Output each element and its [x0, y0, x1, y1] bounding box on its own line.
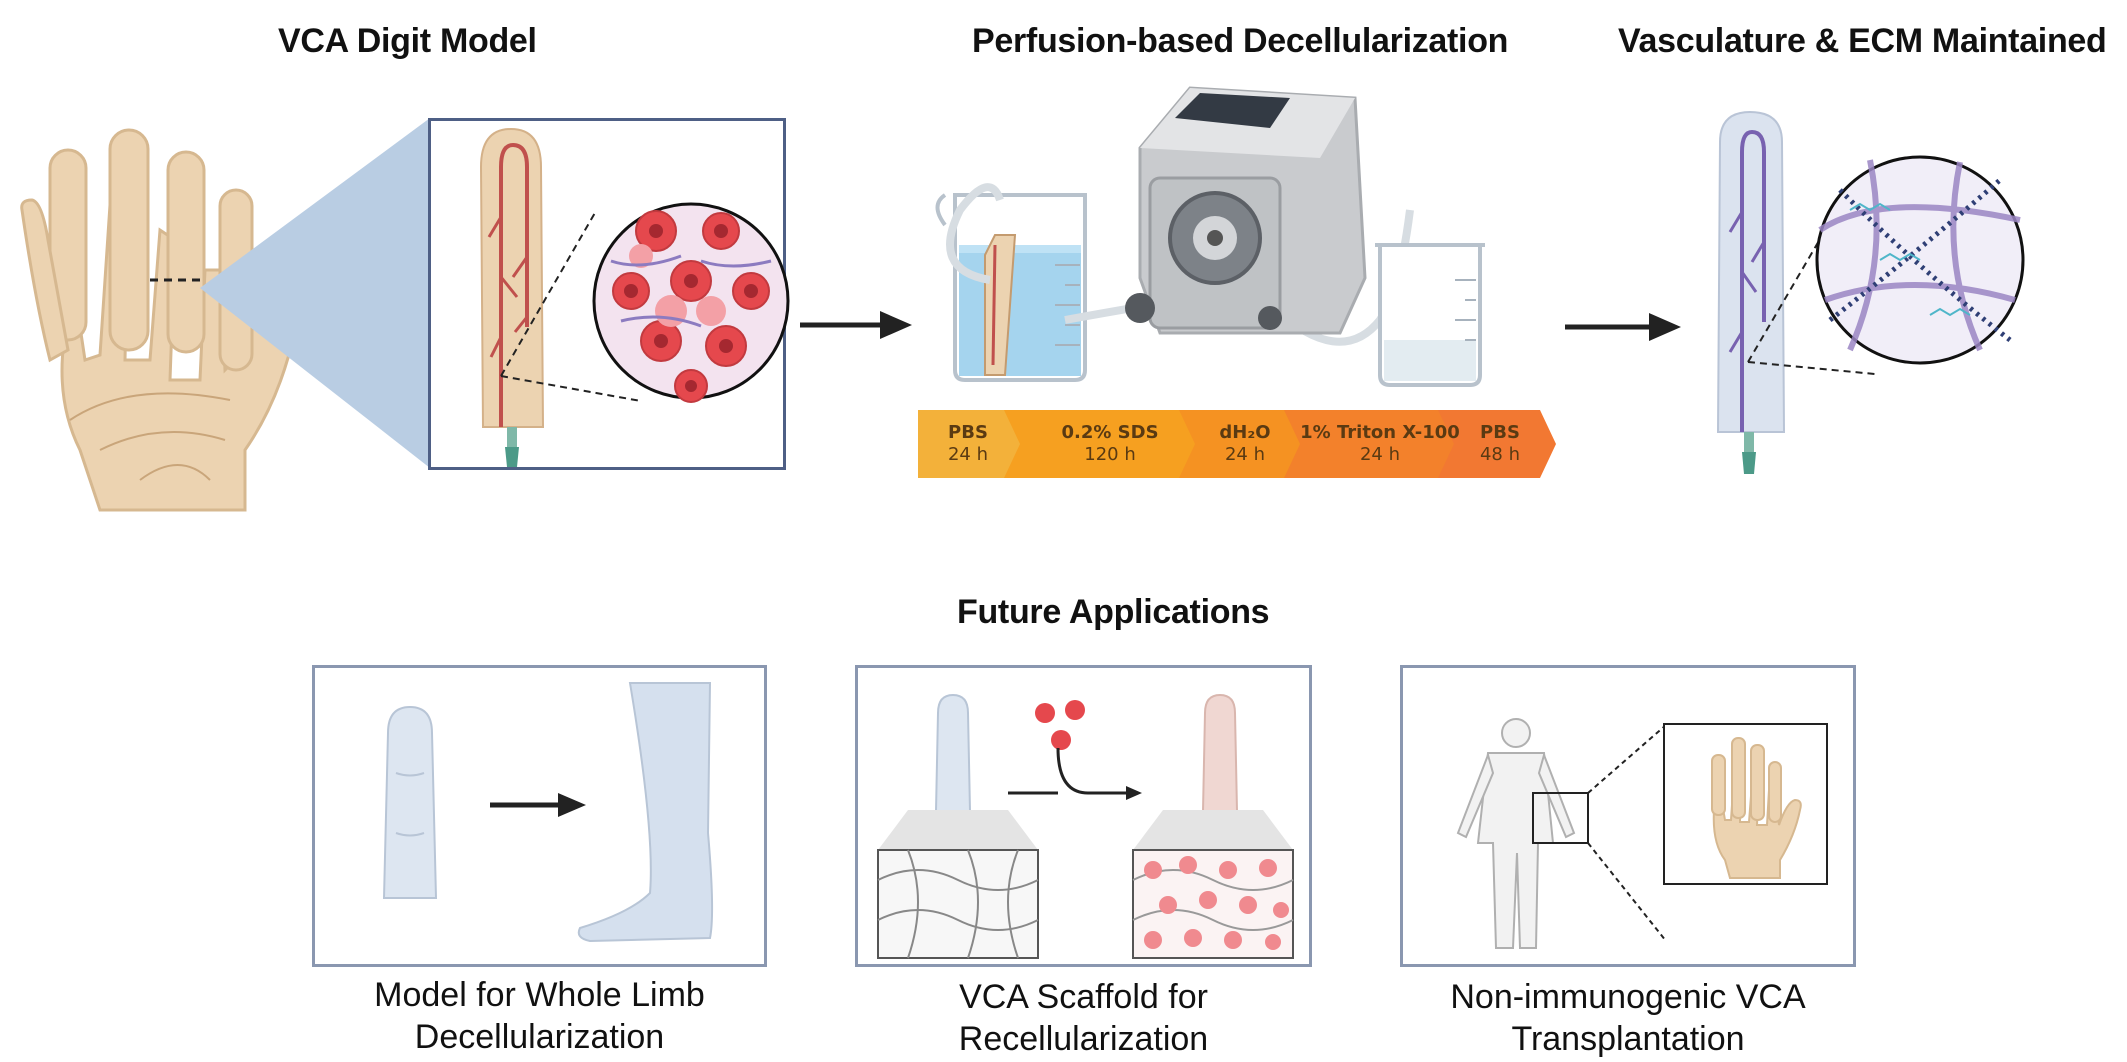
caption-limb: Model for Whole Limb Decellularization	[292, 974, 787, 1058]
beaker-empty-icon	[1375, 243, 1485, 387]
arrow-to-maintained	[1565, 313, 1681, 341]
title-digit-model: VCA Digit Model	[278, 22, 537, 60]
application-panel-scaffold	[855, 665, 1312, 967]
application-panel-transplant	[1400, 665, 1856, 967]
needle-icon	[505, 447, 519, 467]
finger-icon	[382, 705, 438, 899]
caption-transplant-line1: Non-immunogenic VCA	[1450, 978, 1806, 1016]
caption-transplant-line2: Transplantation	[1511, 1020, 1745, 1058]
human-body-icon	[1456, 718, 1589, 949]
peristaltic-pump-icon	[1125, 86, 1367, 335]
ecm-magnifier-icon	[1815, 155, 2025, 365]
scaffold-mesh-icon	[877, 810, 1039, 959]
cell-magnifier-icon	[500, 202, 790, 403]
decellularized-finger-icon	[1716, 110, 1876, 474]
title-decellularization: Perfusion-based Decellularization	[972, 22, 1509, 60]
title-future-applications: Future Applications	[957, 593, 1270, 631]
caption-transplant: Non-immunogenic VCA Transplantation	[1380, 976, 1876, 1060]
caption-scaffold: VCA Scaffold for Recellularization	[835, 976, 1332, 1060]
protocol-bar	[918, 410, 1556, 478]
arrow-icon	[490, 793, 586, 817]
application-panel-limb	[312, 665, 767, 967]
leg-icon	[577, 682, 714, 943]
hand-inset	[1663, 723, 1828, 885]
caption-scaffold-line1: VCA Scaffold for	[959, 978, 1208, 1016]
caption-scaffold-line2: Recellularization	[958, 1020, 1209, 1058]
zoom-cone	[200, 118, 430, 468]
finger-model-panel	[428, 118, 790, 470]
arrow-icon	[1008, 747, 1142, 800]
beaker-icon	[935, 193, 1087, 382]
recellularized-mesh-icon	[1132, 810, 1294, 959]
hand-icon	[1711, 737, 1802, 879]
title-vasculature-ecm: Vasculature & ECM Maintained	[1618, 22, 2107, 60]
finger-icon	[479, 127, 545, 467]
caption-limb-line1: Model for Whole Limb	[374, 976, 705, 1014]
arrow-to-decell	[800, 311, 912, 339]
finger-icon	[934, 693, 972, 812]
zoom-lines	[1587, 724, 1667, 942]
cells-icon	[1035, 700, 1085, 750]
caption-limb-line2: Decellularization	[414, 1018, 665, 1056]
finger-recell-icon	[1201, 693, 1239, 812]
